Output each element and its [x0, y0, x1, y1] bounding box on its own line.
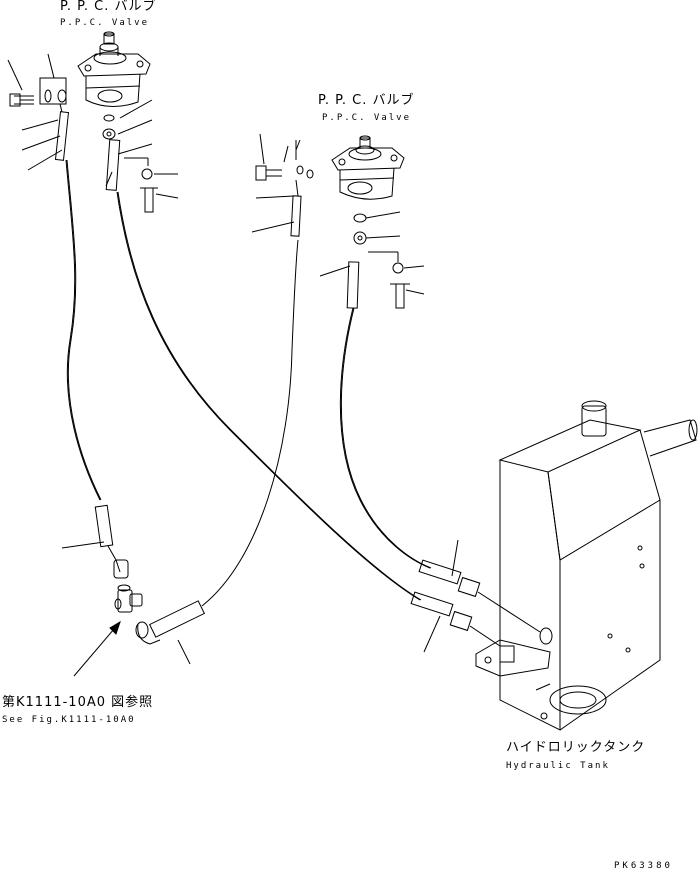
left-cable-1	[54, 103, 129, 579]
center-cable	[290, 179, 302, 237]
right-cable	[339, 261, 432, 569]
left-valve-label-en: P.P.C. Valve	[60, 18, 150, 28]
right-valve-label-jp: P. P. C. バルブ	[318, 93, 415, 108]
right-valve-bolts	[255, 165, 410, 309]
reference-arrow	[73, 620, 121, 677]
left-valve-label-jp: P. P. C. バルブ	[60, 0, 157, 14]
lower-elbow-hose	[148, 239, 299, 638]
right-valve-label-en: P.P.C. Valve	[322, 113, 412, 123]
left-cable-2	[105, 139, 422, 601]
figure-reference-label-jp: 第K1111-10A0 図参照	[2, 695, 154, 710]
leader-lines	[7, 53, 459, 665]
left-ppc-valve	[77, 31, 151, 140]
hydraulic-tank-label-en: Hydraulic Tank	[506, 761, 610, 771]
tank-hoses	[410, 559, 553, 647]
drawing-code: PK63380	[614, 861, 673, 871]
hydraulic-tank	[475, 400, 698, 731]
figure-reference-label-en: See Fig.K1111-10A0	[2, 715, 136, 725]
hydraulic-tank-label-jp: ハイドロリックタンク	[506, 740, 646, 755]
right-ppc-valve	[331, 135, 405, 245]
left-bracket	[9, 77, 67, 107]
tee-fitting	[114, 584, 161, 645]
